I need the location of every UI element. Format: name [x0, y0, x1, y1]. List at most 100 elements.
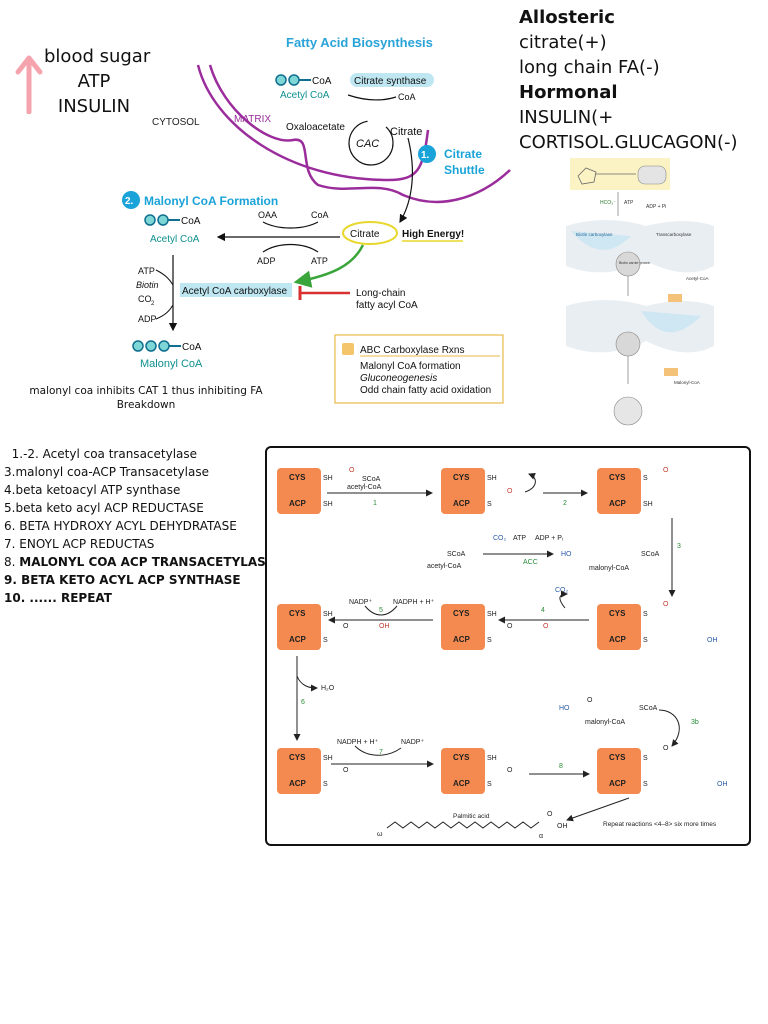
- oh-label: OH: [379, 623, 390, 630]
- step-item: 3.malonyl coa-ACP Transacetylase: [4, 465, 209, 479]
- note-insulin: INSULIN: [57, 96, 131, 117]
- acetyl-coa-icon: [144, 214, 180, 226]
- cytosol-label: CYTOSOL: [152, 117, 200, 128]
- high-energy-label: High Energy!: [402, 229, 464, 240]
- acp-label: ACP: [609, 635, 627, 644]
- malonyl-coa-label: malonyl-CoA: [585, 719, 625, 726]
- s-label: S: [323, 781, 328, 788]
- acetyl-coa-label: Acetyl CoA: [150, 234, 200, 245]
- step-item: 1.-2. Acetyl coa transacetylase: [4, 447, 198, 461]
- cys-label: CYS: [289, 609, 306, 618]
- o-label: O: [587, 697, 593, 704]
- step-label: 6: [301, 699, 305, 706]
- scoa-label: SCoA: [639, 705, 658, 712]
- cys-label: CYS: [453, 753, 470, 762]
- o-label: O: [543, 623, 549, 630]
- long-chain-label: Long-chain: [356, 288, 405, 299]
- fas-enzyme: CYS ACP SH S: [277, 604, 333, 650]
- caption-line: malonyl coa inhibits CAT 1 thus inhibiti…: [29, 385, 263, 397]
- fas-enzyme: CYS ACP SH S: [441, 468, 497, 514]
- coa-label: CoA: [311, 210, 329, 220]
- repeat-note: Repeat reactions <4–8> six more times: [603, 821, 717, 828]
- s-label: S: [643, 637, 648, 644]
- step-item: 6. BETA HYDROXY ACYL DEHYDRATASE: [4, 519, 237, 533]
- o-label: O: [663, 601, 669, 608]
- oh-label: OH: [557, 823, 568, 830]
- o-label: O: [343, 623, 349, 630]
- co2-label: CO: [138, 294, 152, 304]
- adp-pi-label: ADP + Pᵢ: [535, 535, 563, 542]
- scoa-label: SCoA: [641, 551, 660, 558]
- palmitic-acid-label: Palmitic acid: [453, 813, 490, 820]
- malonyl-coa-icon: [132, 340, 181, 352]
- acc-mechanism-diagram: HCO₃⁻ ATP ADP + Pi Biotin carboxylase Tr…: [566, 158, 714, 426]
- malonyl-number: 2.: [125, 196, 134, 207]
- ho-label: HO: [559, 705, 570, 712]
- acp-label: ACP: [609, 499, 627, 508]
- acetyl-coa-icon: [275, 74, 311, 86]
- citrate-cytosol-label: Citrate: [350, 229, 380, 240]
- acp-label: ACP: [289, 779, 307, 788]
- malonyl-coa-label: malonyl-CoA: [589, 565, 629, 572]
- sh-label: SH: [487, 755, 497, 762]
- fatty-acid-biosynthesis-diagram: Fatty Acid Biosynthesis CYTOSOL MATRIX C…: [122, 35, 511, 404]
- palmitic-acid-chain: [386, 821, 540, 829]
- biotin-carrier-label: Biotin carrier protein: [619, 261, 650, 265]
- step-label: 1: [373, 500, 377, 507]
- malonyl-coa-label: Malonyl-CoA: [674, 380, 700, 385]
- o-label: O: [343, 767, 349, 774]
- cys-label: CYS: [453, 609, 470, 618]
- s-label: S: [643, 475, 648, 482]
- acc-label: ACC: [523, 559, 538, 566]
- o-label: O: [349, 467, 355, 474]
- o-label: O: [547, 811, 553, 818]
- co2-label: CO₂: [493, 535, 507, 542]
- acp-label: ACP: [453, 635, 471, 644]
- atp-label: ATP: [138, 266, 155, 276]
- step-label: 5: [379, 607, 383, 614]
- o-label: O: [663, 467, 669, 474]
- note-blood-sugar: blood sugar: [44, 46, 151, 67]
- fas-enzyme: CYS ACP S S: [597, 604, 648, 650]
- acp-label: ACP: [289, 499, 307, 508]
- fas-enzyme: CYS ACP SH S: [441, 748, 497, 794]
- step-item: 5.beta keto acyl ACP REDUCTASE: [4, 501, 204, 515]
- step-label: 4: [541, 607, 545, 614]
- matrix-label: MATRIX: [234, 114, 271, 125]
- acp-label: ACP: [609, 779, 627, 788]
- step-number: 8.: [4, 555, 20, 569]
- oh-label: OH: [717, 781, 728, 788]
- fas-enzyme: CYS ACP SH S: [277, 748, 333, 794]
- caption-line: Breakdown: [116, 399, 176, 411]
- cys-label: CYS: [289, 753, 306, 762]
- step-item: 4.beta ketoacyl ATP synthase: [4, 483, 181, 497]
- nadph-label: NADPH + H⁺: [393, 599, 435, 606]
- h2o-label: H₂O: [321, 685, 335, 692]
- coa-label: CoA: [181, 216, 201, 227]
- o-label: O: [507, 767, 513, 774]
- cys-label: CYS: [609, 753, 626, 762]
- fas-enzyme: CYS ACP S SH: [597, 468, 653, 514]
- biotin-label: Biotin: [136, 280, 159, 290]
- nadp-label: NADP⁺: [349, 599, 372, 606]
- adp-label: ADP: [138, 314, 157, 324]
- step-label: 3: [677, 543, 681, 550]
- step-label: 3b: [691, 719, 699, 726]
- s-label: S: [487, 637, 492, 644]
- long-chain-label: fatty acyl CoA: [356, 300, 418, 311]
- adp-label: ADP: [257, 256, 276, 266]
- coa-label: CoA: [398, 92, 416, 102]
- atp-label: ATP: [624, 200, 634, 206]
- regulation-notes: Allosteric citrate(+) long chain FA(-) H…: [519, 5, 738, 155]
- sh-label: SH: [487, 611, 497, 618]
- hco3-label: HCO₃⁻: [600, 200, 616, 206]
- fas-enzyme: CYS ACP SH SH: [277, 468, 333, 514]
- acetyl-coa-label: Acetyl CoA: [280, 90, 330, 101]
- step-item: 9. BETA KETO ACYL ACP SYNTHASE: [4, 573, 241, 587]
- step-bold-text: MALONYL COA ACP TRANSACETYLASE: [19, 555, 275, 569]
- sh-label: SH: [323, 501, 333, 508]
- acp-label: ACP: [453, 499, 471, 508]
- enzyme-step-list: 1.-2. Acetyl coa transacetylase 3.malony…: [4, 445, 274, 607]
- s-label: S: [323, 637, 328, 644]
- diagram-caption: malonyl coa inhibits CAT 1 thus inhibiti…: [24, 384, 268, 412]
